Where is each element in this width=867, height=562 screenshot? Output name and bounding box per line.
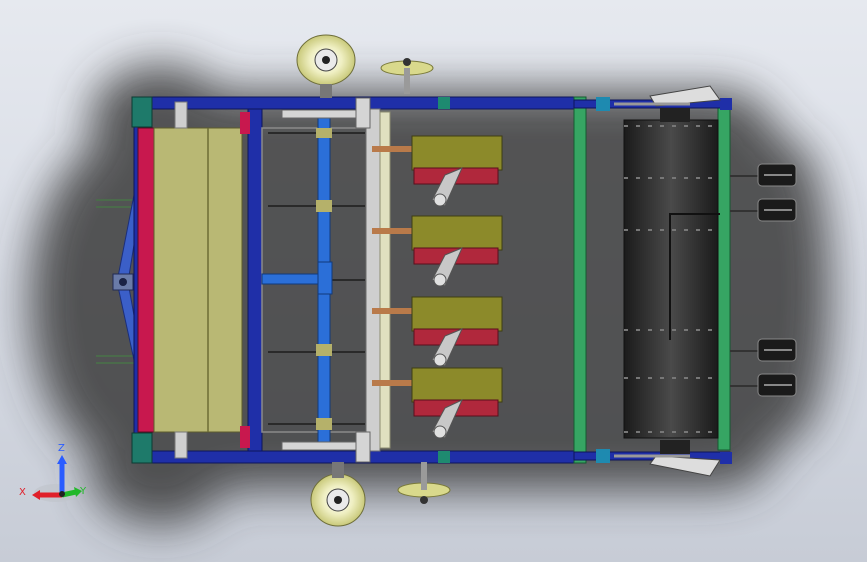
roller-arms bbox=[614, 85, 721, 477]
z-axis-label: Z bbox=[58, 443, 65, 454]
side-brackets bbox=[281, 97, 371, 463]
disc-opener-top bbox=[380, 58, 434, 94]
metering-unit-3 bbox=[372, 296, 503, 367]
y-axis-label: Y bbox=[80, 486, 87, 497]
gauge-wheel-top bbox=[296, 34, 356, 98]
disc-opener-bottom bbox=[397, 462, 451, 504]
seed-hopper bbox=[137, 101, 250, 459]
x-axis-label: X bbox=[19, 487, 26, 498]
hitch-rods bbox=[96, 199, 134, 364]
inner-frame bbox=[261, 108, 391, 452]
drive-shaft bbox=[261, 111, 333, 449]
metering-unit-4 bbox=[372, 367, 503, 439]
metering-unit-2 bbox=[372, 215, 503, 287]
rear-wheel-1 bbox=[730, 163, 797, 187]
coordinate-triad bbox=[32, 455, 82, 502]
rear-wheel-3 bbox=[730, 338, 797, 362]
corner-blocks bbox=[131, 96, 153, 464]
metering-unit-1 bbox=[372, 135, 503, 207]
rear-wheel-2 bbox=[730, 198, 797, 222]
press-roller bbox=[623, 119, 720, 439]
rear-wheel-4 bbox=[730, 373, 797, 397]
gauge-wheel-bottom bbox=[310, 462, 366, 527]
